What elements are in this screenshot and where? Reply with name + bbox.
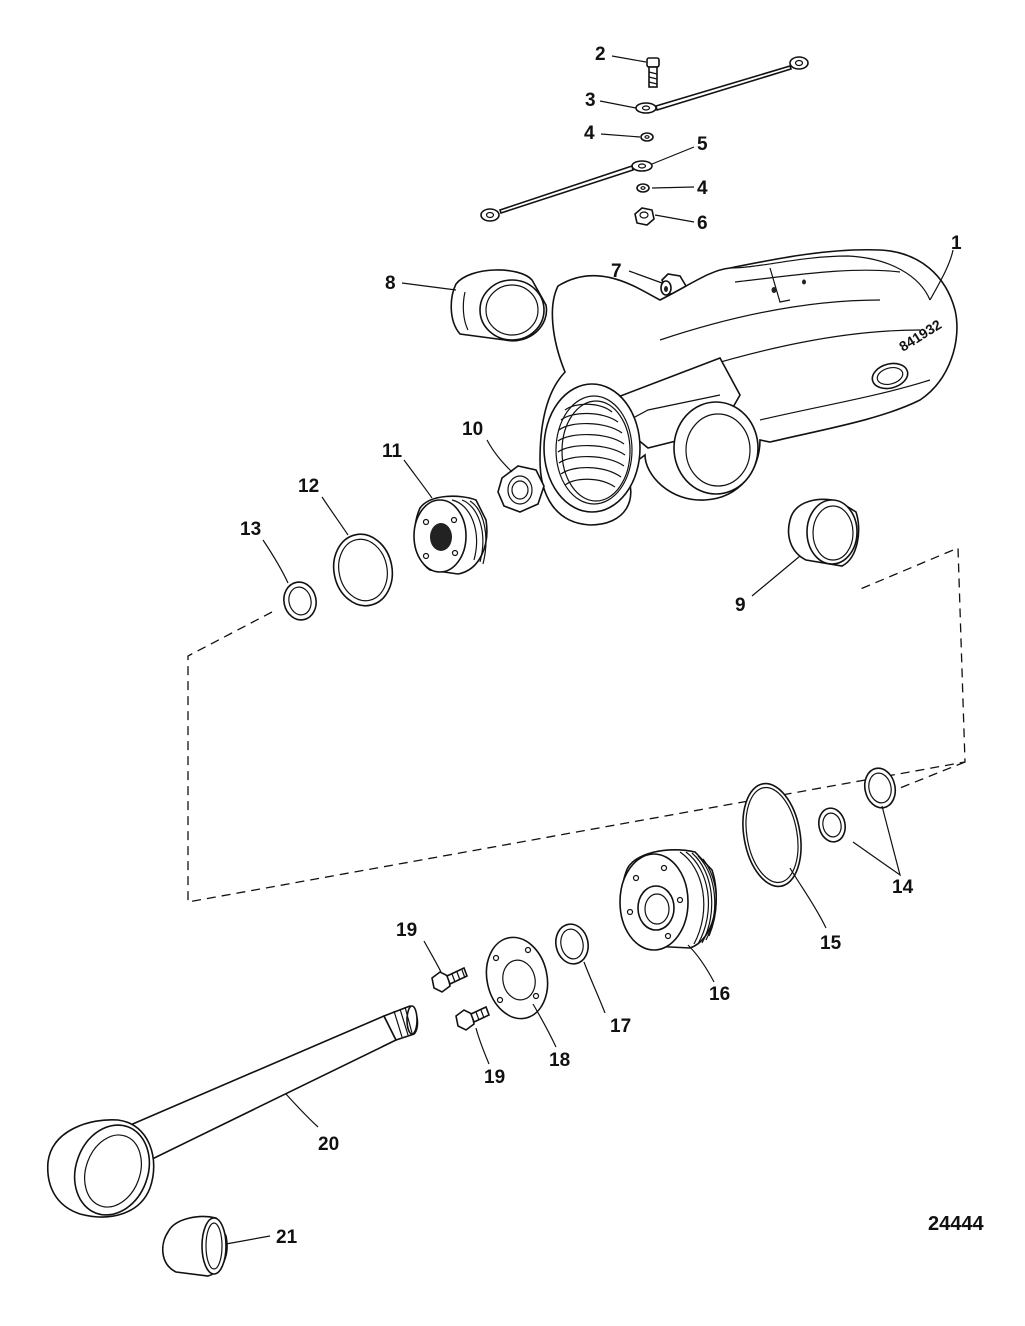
part-19-screw-lower: [455, 1005, 491, 1031]
callout-8: 8: [385, 273, 396, 294]
leader-lines: [225, 55, 954, 1245]
callout-20: 20: [318, 1134, 339, 1155]
part-12-o-ring: [332, 533, 394, 607]
callout-14: 14: [892, 877, 914, 898]
part-20-piston-rod: [46, 1005, 419, 1218]
callout-3: 3: [585, 90, 596, 111]
callout-2: 2: [595, 44, 606, 65]
callout-9: 9: [735, 595, 746, 616]
callout-labels: 1 2 3 4 4 5 6 7 8 9 10 11 12 13 14 15 16…: [240, 44, 962, 1248]
part-11-piston: [413, 495, 488, 575]
callout-5: 5: [697, 134, 708, 155]
part-4-washer-lower: [636, 183, 650, 193]
bore-threads: [557, 403, 626, 488]
part-14-ring-small: [818, 807, 846, 843]
callout-15: 15: [820, 933, 842, 954]
callout-19-upper: 19: [396, 920, 417, 941]
part-2-screw: [646, 57, 660, 88]
callout-18: 18: [549, 1050, 570, 1071]
part-9-bushing: [787, 498, 860, 567]
callout-13: 13: [240, 519, 261, 540]
part-3-ground-strap-upper: [635, 56, 809, 114]
part-8-bushing: [450, 269, 548, 342]
callout-7: 7: [611, 261, 622, 282]
part-6-nut: [634, 207, 655, 226]
part-15-o-ring: [742, 782, 802, 888]
part-10-nut: [497, 465, 545, 513]
part-16-end-cap: [619, 849, 717, 951]
part-17-ring: [555, 923, 589, 965]
part-18-flange-plate: [485, 936, 549, 1020]
part-5-ground-strap-lower: [480, 160, 653, 222]
callout-19-lower: 19: [484, 1067, 505, 1088]
part-1-cylinder-housing: 841932: [539, 248, 958, 526]
callout-4-lower: 4: [697, 178, 708, 199]
assembly-path-line-right: [899, 761, 966, 789]
diagram-reference-number: 24444: [928, 1213, 984, 1235]
callout-4-upper: 4: [584, 123, 595, 144]
end-cap-knurling: [679, 851, 717, 945]
part-4-washer-upper: [640, 132, 654, 142]
callout-12: 12: [298, 476, 319, 497]
callout-1: 1: [951, 233, 962, 254]
callout-21: 21: [276, 1227, 298, 1248]
callout-6: 6: [697, 213, 708, 234]
part-13-ring: [283, 581, 317, 621]
callout-10: 10: [462, 419, 483, 440]
callout-16: 16: [709, 984, 730, 1005]
part-14-ring-large: [863, 767, 897, 809]
assembly-path-line: [187, 547, 966, 903]
part-21-sleeve: [161, 1215, 228, 1277]
callout-17: 17: [610, 1016, 631, 1037]
callout-11: 11: [382, 441, 403, 462]
part-19-screw-upper: [431, 966, 469, 993]
